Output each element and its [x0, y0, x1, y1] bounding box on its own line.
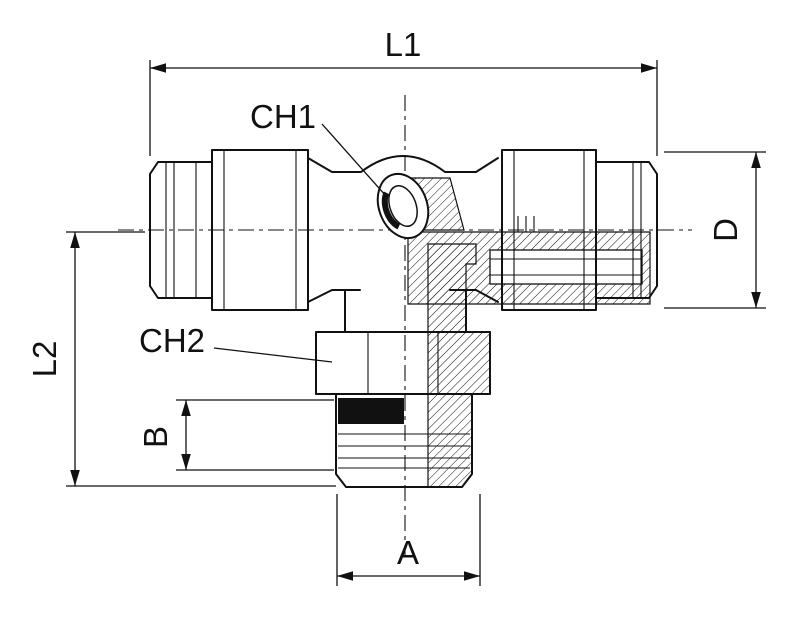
dim-label-ch2: CH2 [139, 322, 205, 359]
l2-arrow-bottom [70, 470, 80, 486]
center-bottom-shoulder [307, 289, 499, 303]
dimension-l1: L1 [149, 26, 658, 156]
oring-band [338, 398, 404, 424]
d-arrow-bottom [751, 292, 761, 308]
l1-extension-lines [149, 60, 658, 156]
a-arrow-right [464, 571, 480, 581]
dim-label-d: D [707, 218, 744, 242]
tube-bore-channel [489, 249, 643, 285]
a-extension-lines [336, 494, 481, 586]
b-arrow-bottom [181, 454, 191, 470]
b-extension-lines [176, 399, 334, 471]
dimension-l2: L2 [26, 231, 336, 487]
b-arrow-top [181, 400, 191, 416]
dim-label-l1: L1 [385, 26, 422, 63]
dim-label-ch1: CH1 [250, 98, 316, 135]
center-top-shoulder [307, 155, 499, 173]
dimension-a: A [336, 494, 481, 586]
ch1-ellipse-detail [376, 172, 430, 240]
d-extension-lines [664, 151, 766, 309]
tube-bore-lines [490, 258, 642, 276]
ch2-leader-line [213, 347, 333, 363]
l1-arrow-right [641, 63, 657, 73]
left-sleeve [211, 149, 309, 311]
a-arrow-left [337, 571, 353, 581]
dimension-b: B [137, 399, 334, 471]
dim-label-a: A [397, 534, 419, 571]
centerlines [118, 95, 692, 556]
l2-arrow-top [70, 232, 80, 248]
leg-neck [344, 289, 467, 333]
fitting-body [149, 149, 658, 488]
dim-label-l2: L2 [26, 341, 63, 378]
right-release-collar [595, 161, 658, 299]
ch1-leader-line [321, 123, 387, 197]
leader-ch1: CH1 [250, 98, 387, 197]
hex-nut-faces [367, 332, 439, 394]
collet-finger-lines [517, 216, 535, 232]
right-sleeve-lines [513, 150, 585, 310]
right-collar-ribs [632, 162, 642, 298]
leader-ch2: CH2 [139, 322, 333, 363]
threaded-stud [335, 393, 473, 488]
ch1-inner-ellipse [388, 185, 418, 227]
section-hatching [405, 177, 651, 488]
ch1-dark-crescent [381, 191, 401, 230]
l2-extension-lines [66, 231, 336, 487]
l1-arrow-left [150, 63, 166, 73]
dim-label-b: B [137, 426, 174, 448]
d-arrow-top [751, 152, 761, 168]
dimension-d: D [664, 151, 766, 309]
thread-crest-lines [338, 433, 470, 469]
left-collar-ribs [165, 162, 197, 298]
left-sleeve-lines [223, 150, 297, 310]
